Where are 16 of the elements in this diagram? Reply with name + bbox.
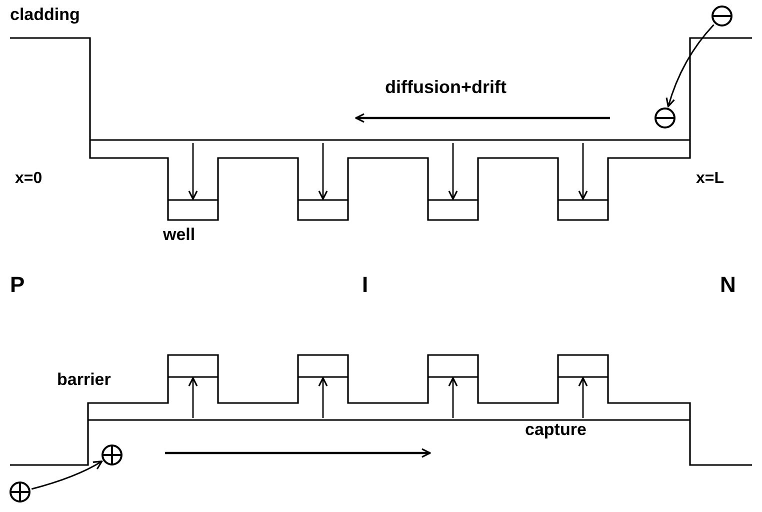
text-label: diffusion+drift [385,78,506,96]
text-label: x=0 [15,171,42,187]
arrow [31,460,103,490]
electron-symbol [654,107,676,129]
text-label: well [163,226,196,243]
text-label: barrier [57,371,111,388]
text-label: x=L [696,171,724,187]
hole-symbol [101,444,123,466]
text-label: cladding [10,6,80,23]
text-label: capture [525,421,586,438]
region-label: I [362,274,368,296]
electron-symbol [711,5,733,27]
hole-symbol [9,481,31,503]
region-label: N [720,274,736,296]
region-label: P [10,274,25,296]
arrow [666,24,714,108]
